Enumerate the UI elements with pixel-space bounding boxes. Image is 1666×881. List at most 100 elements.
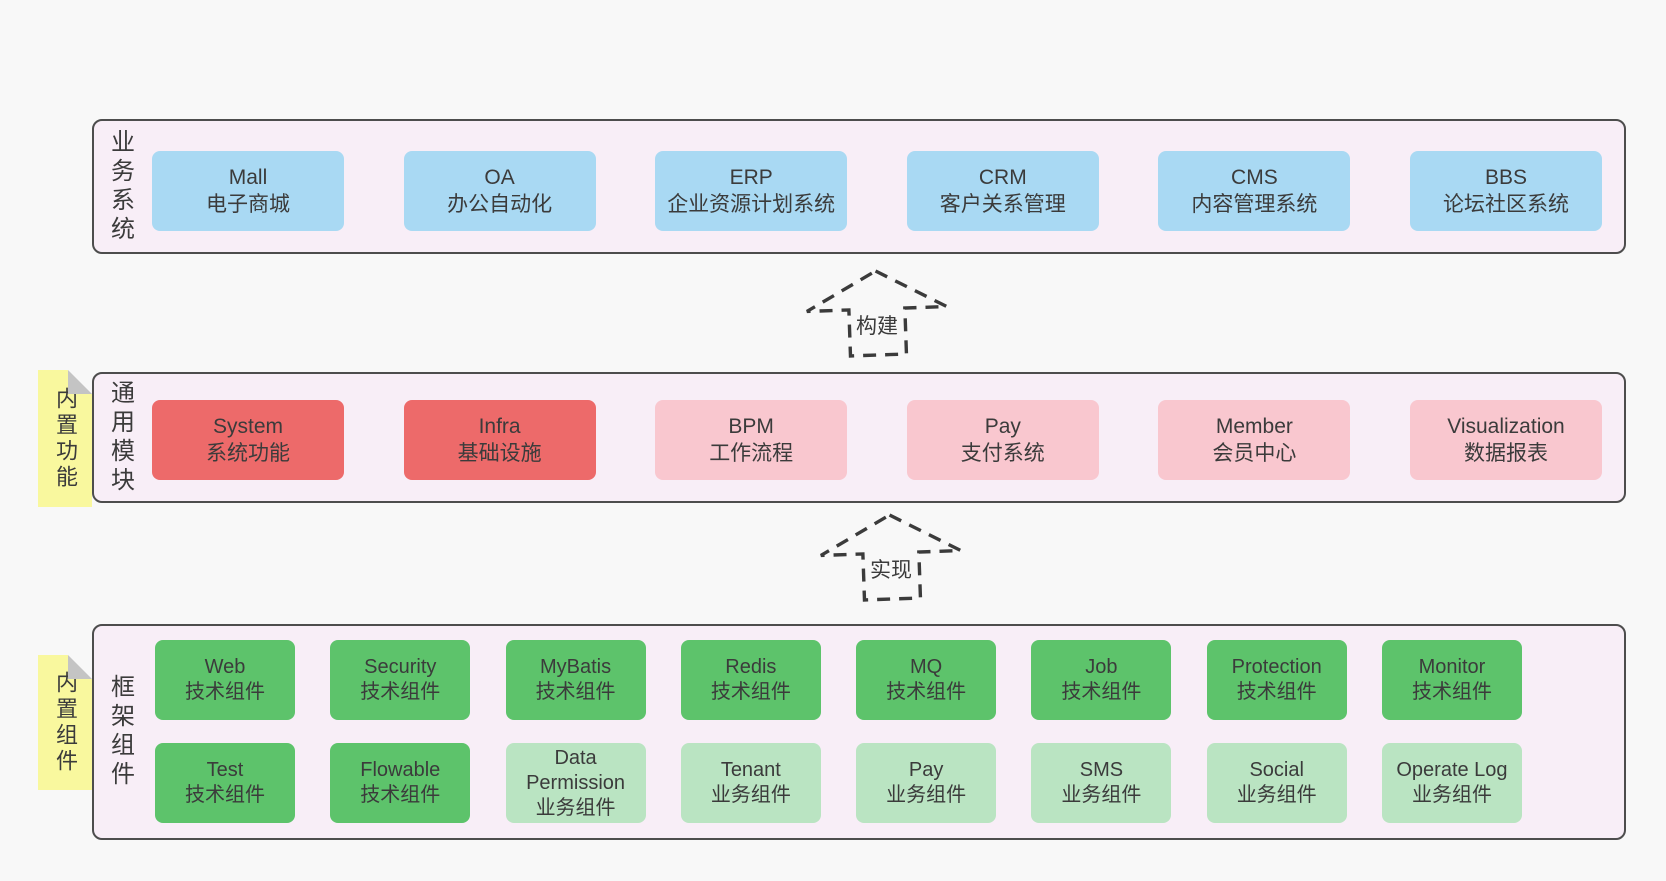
sticky-note-builtin-features: 内置功能: [38, 370, 92, 507]
box-title: System: [212, 415, 283, 438]
box-title: Pay: [984, 415, 1021, 438]
diagram-box-crm: CRM 客户关系管理: [906, 151, 1099, 231]
diagram-box-mall: Mall 电子商城: [152, 151, 344, 231]
box-subtitle: 技术组件: [1411, 681, 1492, 703]
box-subtitle: 技术组件: [360, 681, 441, 703]
box-title: CMS: [1231, 166, 1278, 189]
box-subtitle: 业务组件: [886, 784, 967, 806]
diagram-box-cms: CMS 内容管理系统: [1158, 151, 1351, 231]
diagram-box-operate-log: Operate Log 业务组件: [1381, 743, 1522, 823]
diagram-box-protection: Protection 技术组件: [1206, 640, 1347, 720]
box-title: Redis: [725, 656, 777, 678]
box-subtitle: 内容管理系统: [1191, 193, 1318, 216]
sticky-note-builtin-components: 内置组件: [38, 655, 92, 790]
box-title: ERP: [729, 166, 773, 189]
arrow-build: 构建: [804, 268, 950, 360]
box-subtitle: 技术组件: [360, 784, 441, 806]
diagram-box-oa: OA 办公自动化: [403, 151, 596, 231]
box-title: Job: [1085, 656, 1118, 678]
box-subtitle: 办公自动化: [447, 193, 553, 216]
box-title: CRM: [978, 166, 1027, 189]
diagram-box-tenant: Tenant 业务组件: [680, 743, 821, 823]
box-title: MyBatis: [540, 656, 612, 678]
diagram-box-bbs: BBS 论坛社区系统: [1409, 151, 1602, 231]
arrow-implement: 实现: [818, 512, 964, 604]
box-title: BPM: [728, 415, 774, 438]
diagram-box-security: Security 技术组件: [330, 640, 471, 720]
box-subtitle: 业务组件: [1061, 784, 1142, 806]
diagram-box-job: Job 技术组件: [1031, 640, 1172, 720]
box-subtitle: 技术组件: [185, 784, 265, 806]
box-subtitle: 技术组件: [1236, 681, 1317, 703]
box-title: Infra: [478, 415, 521, 438]
diagram-box-visualization: Visualization 数据报表: [1409, 400, 1602, 480]
box-title: Protection: [1231, 656, 1322, 678]
folded-corner-icon: [68, 370, 92, 394]
diagram-box-bpm: BPM 工作流程: [655, 400, 848, 480]
folded-corner-icon: [68, 655, 92, 679]
arrow-implement-label: 实现: [866, 554, 916, 584]
diagram-box-sms: SMS 业务组件: [1031, 743, 1172, 823]
box-subtitle: 技术组件: [1061, 681, 1142, 703]
diagram-box-redis: Redis 技术组件: [680, 640, 821, 720]
diagram-box-system: System 系统功能: [152, 400, 344, 480]
sticky-note-builtin-components-label: 内置组件: [53, 670, 78, 775]
box-title: SMS: [1079, 759, 1124, 781]
sticky-note-builtin-features-label: 内置功能: [53, 386, 78, 491]
box-subtitle: 工作流程: [709, 442, 794, 465]
box-title: BBS: [1484, 166, 1527, 189]
diagram-box-web: Web 技术组件: [155, 640, 295, 720]
box-subtitle: 会员中心: [1212, 442, 1297, 465]
diagram-box-pay: Pay 支付系统: [906, 400, 1099, 480]
box-subtitle: 论坛社区系统: [1442, 193, 1569, 216]
box-title: OA: [484, 166, 515, 189]
diagram-box-member: Member 会员中心: [1158, 400, 1351, 480]
box-subtitle: 基础设施: [457, 442, 542, 465]
box-title: Test: [206, 759, 244, 781]
layer-label-framework-components: 框架组件: [106, 674, 134, 790]
diagram-box-monitor: Monitor 技术组件: [1381, 640, 1522, 720]
diagram-box-social: Social 业务组件: [1206, 743, 1347, 823]
box-subtitle: 技术组件: [535, 681, 616, 703]
box-subtitle: 客户关系管理: [939, 193, 1066, 216]
box-title: Web: [204, 656, 246, 678]
box-subtitle: 业务组件: [710, 784, 791, 806]
box-subtitle: 业务组件: [1411, 784, 1492, 806]
box-title: Operate Log: [1396, 759, 1508, 781]
box-subtitle: 电子商城: [206, 193, 290, 216]
box-subtitle: 支付系统: [960, 442, 1045, 465]
box-subtitle: 业务组件: [1236, 784, 1317, 806]
layer-business-systems: 业务系统 Mall 电子商城 OA 办公自动化 ERP 企业资源计划系统 CRM 客户关系管理…: [92, 119, 1626, 254]
box-title: Security: [364, 656, 437, 678]
diagram-box-infra: Infra 基础设施: [403, 400, 596, 480]
layer-label-business-systems: 业务系统: [106, 128, 134, 245]
box-subtitle: 技术组件: [185, 681, 265, 703]
diagram-box-erp: ERP 企业资源计划系统: [655, 151, 848, 231]
box-title: Data Permission: [526, 746, 626, 794]
box-title: Mall: [228, 166, 268, 189]
box-title: Monitor: [1418, 656, 1486, 678]
diagram-box-test: Test 技术组件: [155, 743, 295, 823]
box-subtitle: 技术组件: [710, 681, 791, 703]
box-subtitle: 数据报表: [1463, 442, 1548, 465]
box-title: Member: [1215, 415, 1293, 438]
common-module-boxes: System 系统功能 Infra 基础设施 BPM 工作流程 Pay 支付系统 Member 会…: [152, 400, 1602, 480]
box-subtitle: 企业资源计划系统: [667, 193, 836, 216]
box-subtitle: 业务组件: [535, 796, 616, 819]
arrow-build-label: 构建: [852, 310, 902, 340]
box-title: MQ: [910, 656, 943, 678]
box-title: Tenant: [720, 759, 781, 781]
box-title: Visualization: [1447, 415, 1565, 438]
box-subtitle: 系统功能: [206, 442, 290, 465]
business-system-boxes: Mall 电子商城 OA 办公自动化 ERP 企业资源计划系统 CRM 客户关系管理 CMS 内容…: [152, 151, 1602, 231]
box-title: Social: [1249, 759, 1304, 781]
